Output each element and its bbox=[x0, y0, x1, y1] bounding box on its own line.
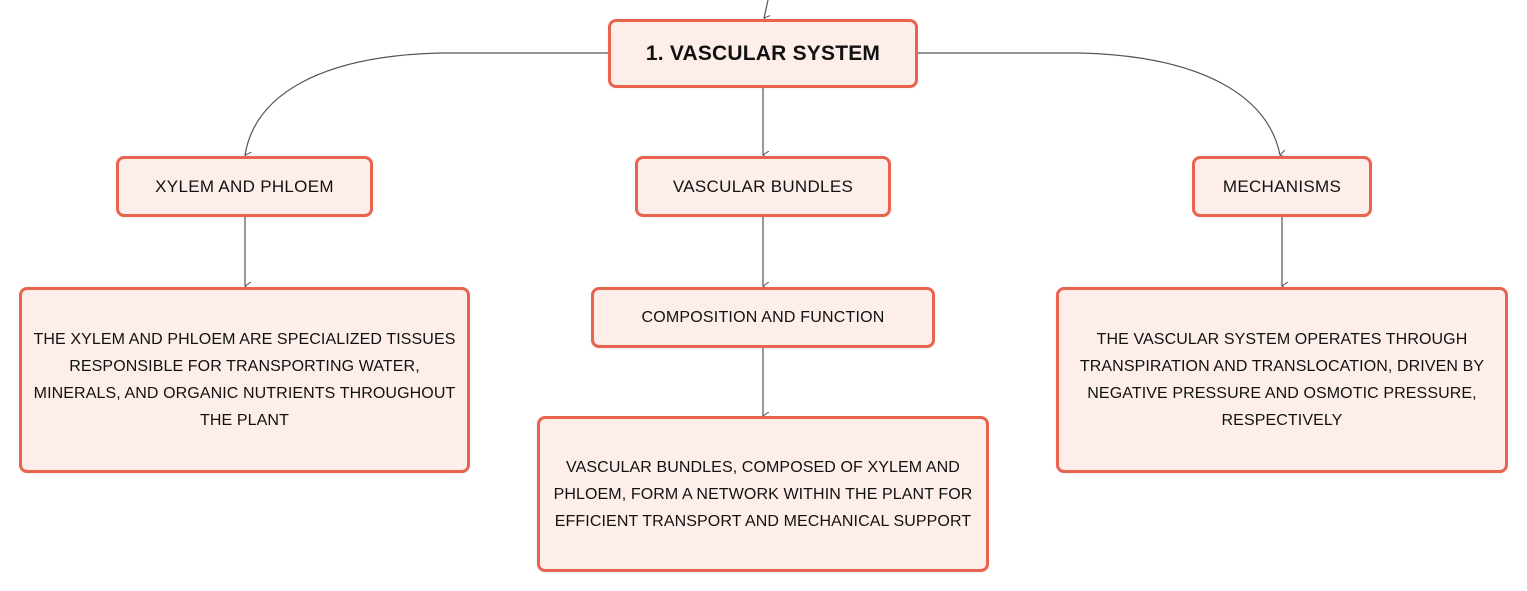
topic-label: VASCULAR BUNDLES bbox=[672, 176, 854, 196]
detail-node-mechanisms[interactable]: THE VASCULAR SYSTEM OPERATES THROUGH TRA… bbox=[1056, 287, 1508, 473]
topic-node-vascular-bundles[interactable]: VASCULAR BUNDLES bbox=[635, 156, 891, 217]
subtopic-label: COMPOSITION AND FUNCTION bbox=[641, 308, 885, 326]
topic-node-mechanisms[interactable]: MECHANISMS bbox=[1192, 156, 1372, 217]
detail-text: VASCULAR BUNDLES, COMPOSED OF XYLEM AND … bbox=[553, 458, 973, 530]
detail-node-vascular-bundles[interactable]: VASCULAR BUNDLES, COMPOSED OF XYLEM AND … bbox=[537, 416, 989, 572]
subtopic-node-composition-and-function[interactable]: COMPOSITION AND FUNCTION bbox=[591, 287, 935, 348]
detail-text: THE VASCULAR SYSTEM OPERATES THROUGH TRA… bbox=[1079, 331, 1485, 429]
topic-label: XYLEM AND PHLOEM bbox=[155, 176, 334, 196]
topic-label: MECHANISMS bbox=[1222, 176, 1342, 196]
connector-root-to-mechanisms bbox=[918, 52, 1280, 155]
detail-node-xylem-and-phloem[interactable]: THE XYLEM AND PHLOEM ARE SPECIALIZED TIS… bbox=[19, 287, 470, 473]
topic-node-xylem-and-phloem[interactable]: XYLEM AND PHLOEM bbox=[116, 156, 373, 217]
connector-incoming-root bbox=[764, 0, 768, 18]
root-node-label: 1. VASCULAR SYSTEM bbox=[645, 41, 881, 65]
detail-text: THE XYLEM AND PHLOEM ARE SPECIALIZED TIS… bbox=[33, 331, 456, 429]
root-node[interactable]: 1. VASCULAR SYSTEM bbox=[608, 19, 918, 88]
connector-root-to-xylem bbox=[245, 52, 608, 155]
